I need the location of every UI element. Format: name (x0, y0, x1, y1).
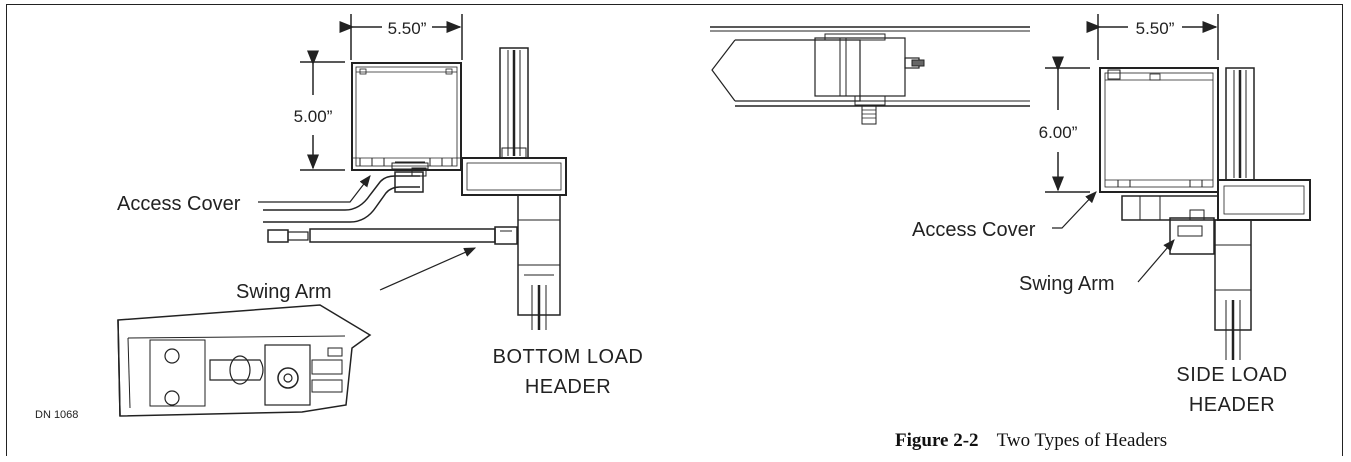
right-width-dimension: 5.50” (1136, 19, 1175, 38)
access-cover-label-right: Access Cover (912, 219, 1036, 241)
figure-title: Two Types of Headers (996, 430, 1168, 451)
bottom-load-title-line2: HEADER (525, 376, 611, 398)
header-section-drawing (710, 26, 1030, 125)
swing-arm-label-left: Swing Arm (236, 281, 332, 303)
access-cover-label-left: Access Cover (117, 193, 241, 215)
side-load-header-drawing (1045, 14, 1311, 360)
side-load-title-line1: SIDE LOAD (1176, 364, 1287, 386)
left-height-dimension: 5.00” (294, 107, 333, 126)
drawing-number: DN 1068 (35, 409, 78, 421)
bottom-load-header-drawing (117, 14, 567, 417)
swing-arm-label-right: Swing Arm (1019, 273, 1115, 295)
figure-caption: Figure 2-2 Two Types of Headers (895, 430, 1167, 452)
right-height-dimension: 6.00” (1039, 123, 1078, 142)
left-width-dimension: 5.50” (388, 19, 427, 38)
bottom-load-title-line1: BOTTOM LOAD (493, 346, 644, 368)
figure-frame (6, 4, 1343, 456)
figure-number: Figure 2-2 (895, 430, 979, 451)
side-load-title-line2: HEADER (1189, 394, 1275, 416)
